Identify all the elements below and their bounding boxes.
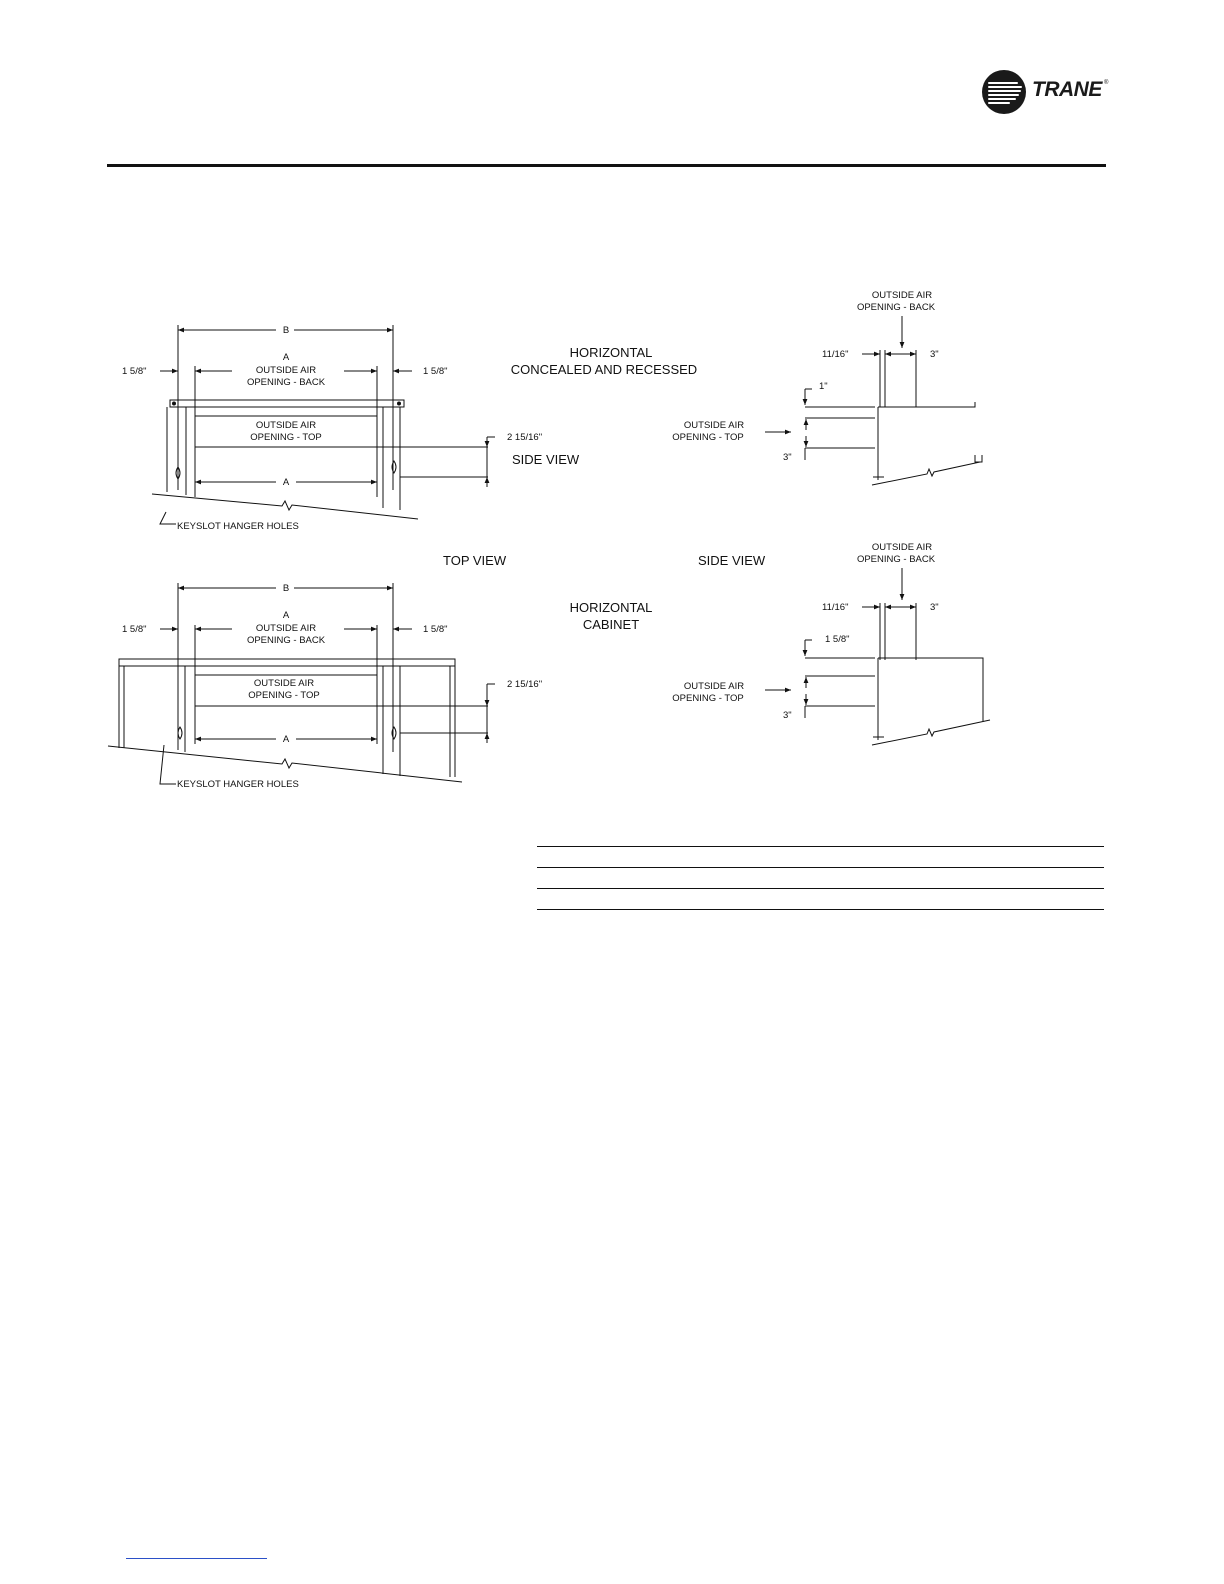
table-rule-3: [537, 888, 1104, 889]
sv1-dim-11-16: 11/16": [822, 349, 848, 360]
trane-logo: TRANE ®: [980, 68, 1110, 114]
sv1-dim-1: 1": [819, 381, 828, 392]
sv1-opening-back: OPENING - BACK: [857, 302, 936, 313]
side-view-concealed: [765, 316, 983, 486]
dim-1-5-8-right: 1 5/8": [423, 366, 448, 377]
opening-back-label: OPENING - BACK: [247, 377, 326, 388]
opening-top-label: OPENING - TOP: [250, 432, 321, 443]
center-titles: HORIZONTAL CONCEALED AND RECESSED SIDE V…: [443, 345, 766, 632]
sv2-dim-3-top: 3": [930, 602, 939, 613]
sv2-opening-back: OPENING - BACK: [857, 554, 936, 565]
dim-a-label: A: [283, 352, 290, 363]
title-horizontal-1: HORIZONTAL: [570, 345, 653, 360]
sv1-outside-air: OUTSIDE AIR: [872, 290, 932, 301]
sv1-dim-3-bottom: 3": [783, 452, 792, 463]
opening-back2-label: OPENING - BACK: [247, 635, 326, 646]
side-view-label-2: SIDE VIEW: [698, 553, 766, 568]
dim2-1-5-8-right: 1 5/8": [423, 624, 448, 635]
keyslot-label: KEYSLOT HANGER HOLES: [177, 521, 299, 532]
dim2-2-15-16-label: 2 15/16": [507, 679, 542, 690]
table-rule-4: [537, 909, 1104, 910]
dim2-1-5-8-left: 1 5/8": [122, 624, 147, 635]
side-view-concealed-labels: OUTSIDE AIR OPENING - BACK 11/16" 3" 1" …: [672, 290, 938, 463]
dim-1-5-8-left: 1 5/8": [122, 366, 147, 377]
side-view-cabinet-labels: OUTSIDE AIR OPENING - BACK 11/16" 3" 1 5…: [672, 542, 938, 721]
dim-a2-label: A: [283, 610, 290, 621]
outside-air-top-label: OUTSIDE AIR: [256, 420, 316, 431]
outside-air-back-label: OUTSIDE AIR: [256, 365, 316, 376]
title-horizontal-2: HORIZONTAL: [570, 600, 653, 615]
top-view-cabinet-labels: B A OUTSIDE AIR OPENING - BACK 1 5/8" 1 …: [122, 583, 542, 790]
header-rule: [107, 164, 1106, 167]
sv2-dim-11-16: 11/16": [822, 602, 848, 613]
dim-b2-label: B: [283, 583, 289, 594]
keyslot2-label: KEYSLOT HANGER HOLES: [177, 779, 299, 790]
side-view-label-1: SIDE VIEW: [512, 452, 580, 467]
registered-mark: ®: [1104, 80, 1109, 86]
dim-b-label: B: [283, 325, 289, 336]
top-view-concealed-labels: B A OUTSIDE AIR OPENING - BACK 1 5/8" 1 …: [122, 325, 542, 532]
sv2-dim-3-bottom: 3": [783, 710, 792, 721]
top-view-cabinet: [107, 583, 495, 785]
title-concealed: CONCEALED AND RECESSED: [511, 362, 697, 377]
sv1-dim-3-top: 3": [930, 349, 939, 360]
sv1-opening-top: OPENING - TOP: [672, 432, 743, 443]
sv2-opening-top: OPENING - TOP: [672, 693, 743, 704]
table-rule-1: [537, 846, 1104, 847]
dim-a2-bottom-label: A: [283, 734, 290, 745]
footer-link-underline[interactable]: [126, 1558, 267, 1559]
table-rule-2: [537, 867, 1104, 868]
title-cabinet: CABINET: [583, 617, 639, 632]
top-view-label: TOP VIEW: [443, 553, 507, 568]
sv2-outside-air: OUTSIDE AIR: [872, 542, 932, 553]
side-view-cabinet: [765, 568, 991, 746]
dim-a-bottom-label: A: [283, 477, 290, 488]
dim-2-15-16-label: 2 15/16": [507, 432, 542, 443]
trane-logo-icon: [982, 70, 1026, 114]
opening-top2-label: OPENING - TOP: [248, 690, 319, 701]
sv2-dim-1-5-8: 1 5/8": [825, 634, 850, 645]
outside-air-top2-label: OUTSIDE AIR: [254, 678, 314, 689]
brand-name: TRANE: [1032, 78, 1102, 101]
outside-air-back2-label: OUTSIDE AIR: [256, 623, 316, 634]
top-view-concealed: [151, 325, 495, 525]
sv1-outside-air-top: OUTSIDE AIR: [684, 420, 744, 431]
sv2-outside-air-top: OUTSIDE AIR: [684, 681, 744, 692]
